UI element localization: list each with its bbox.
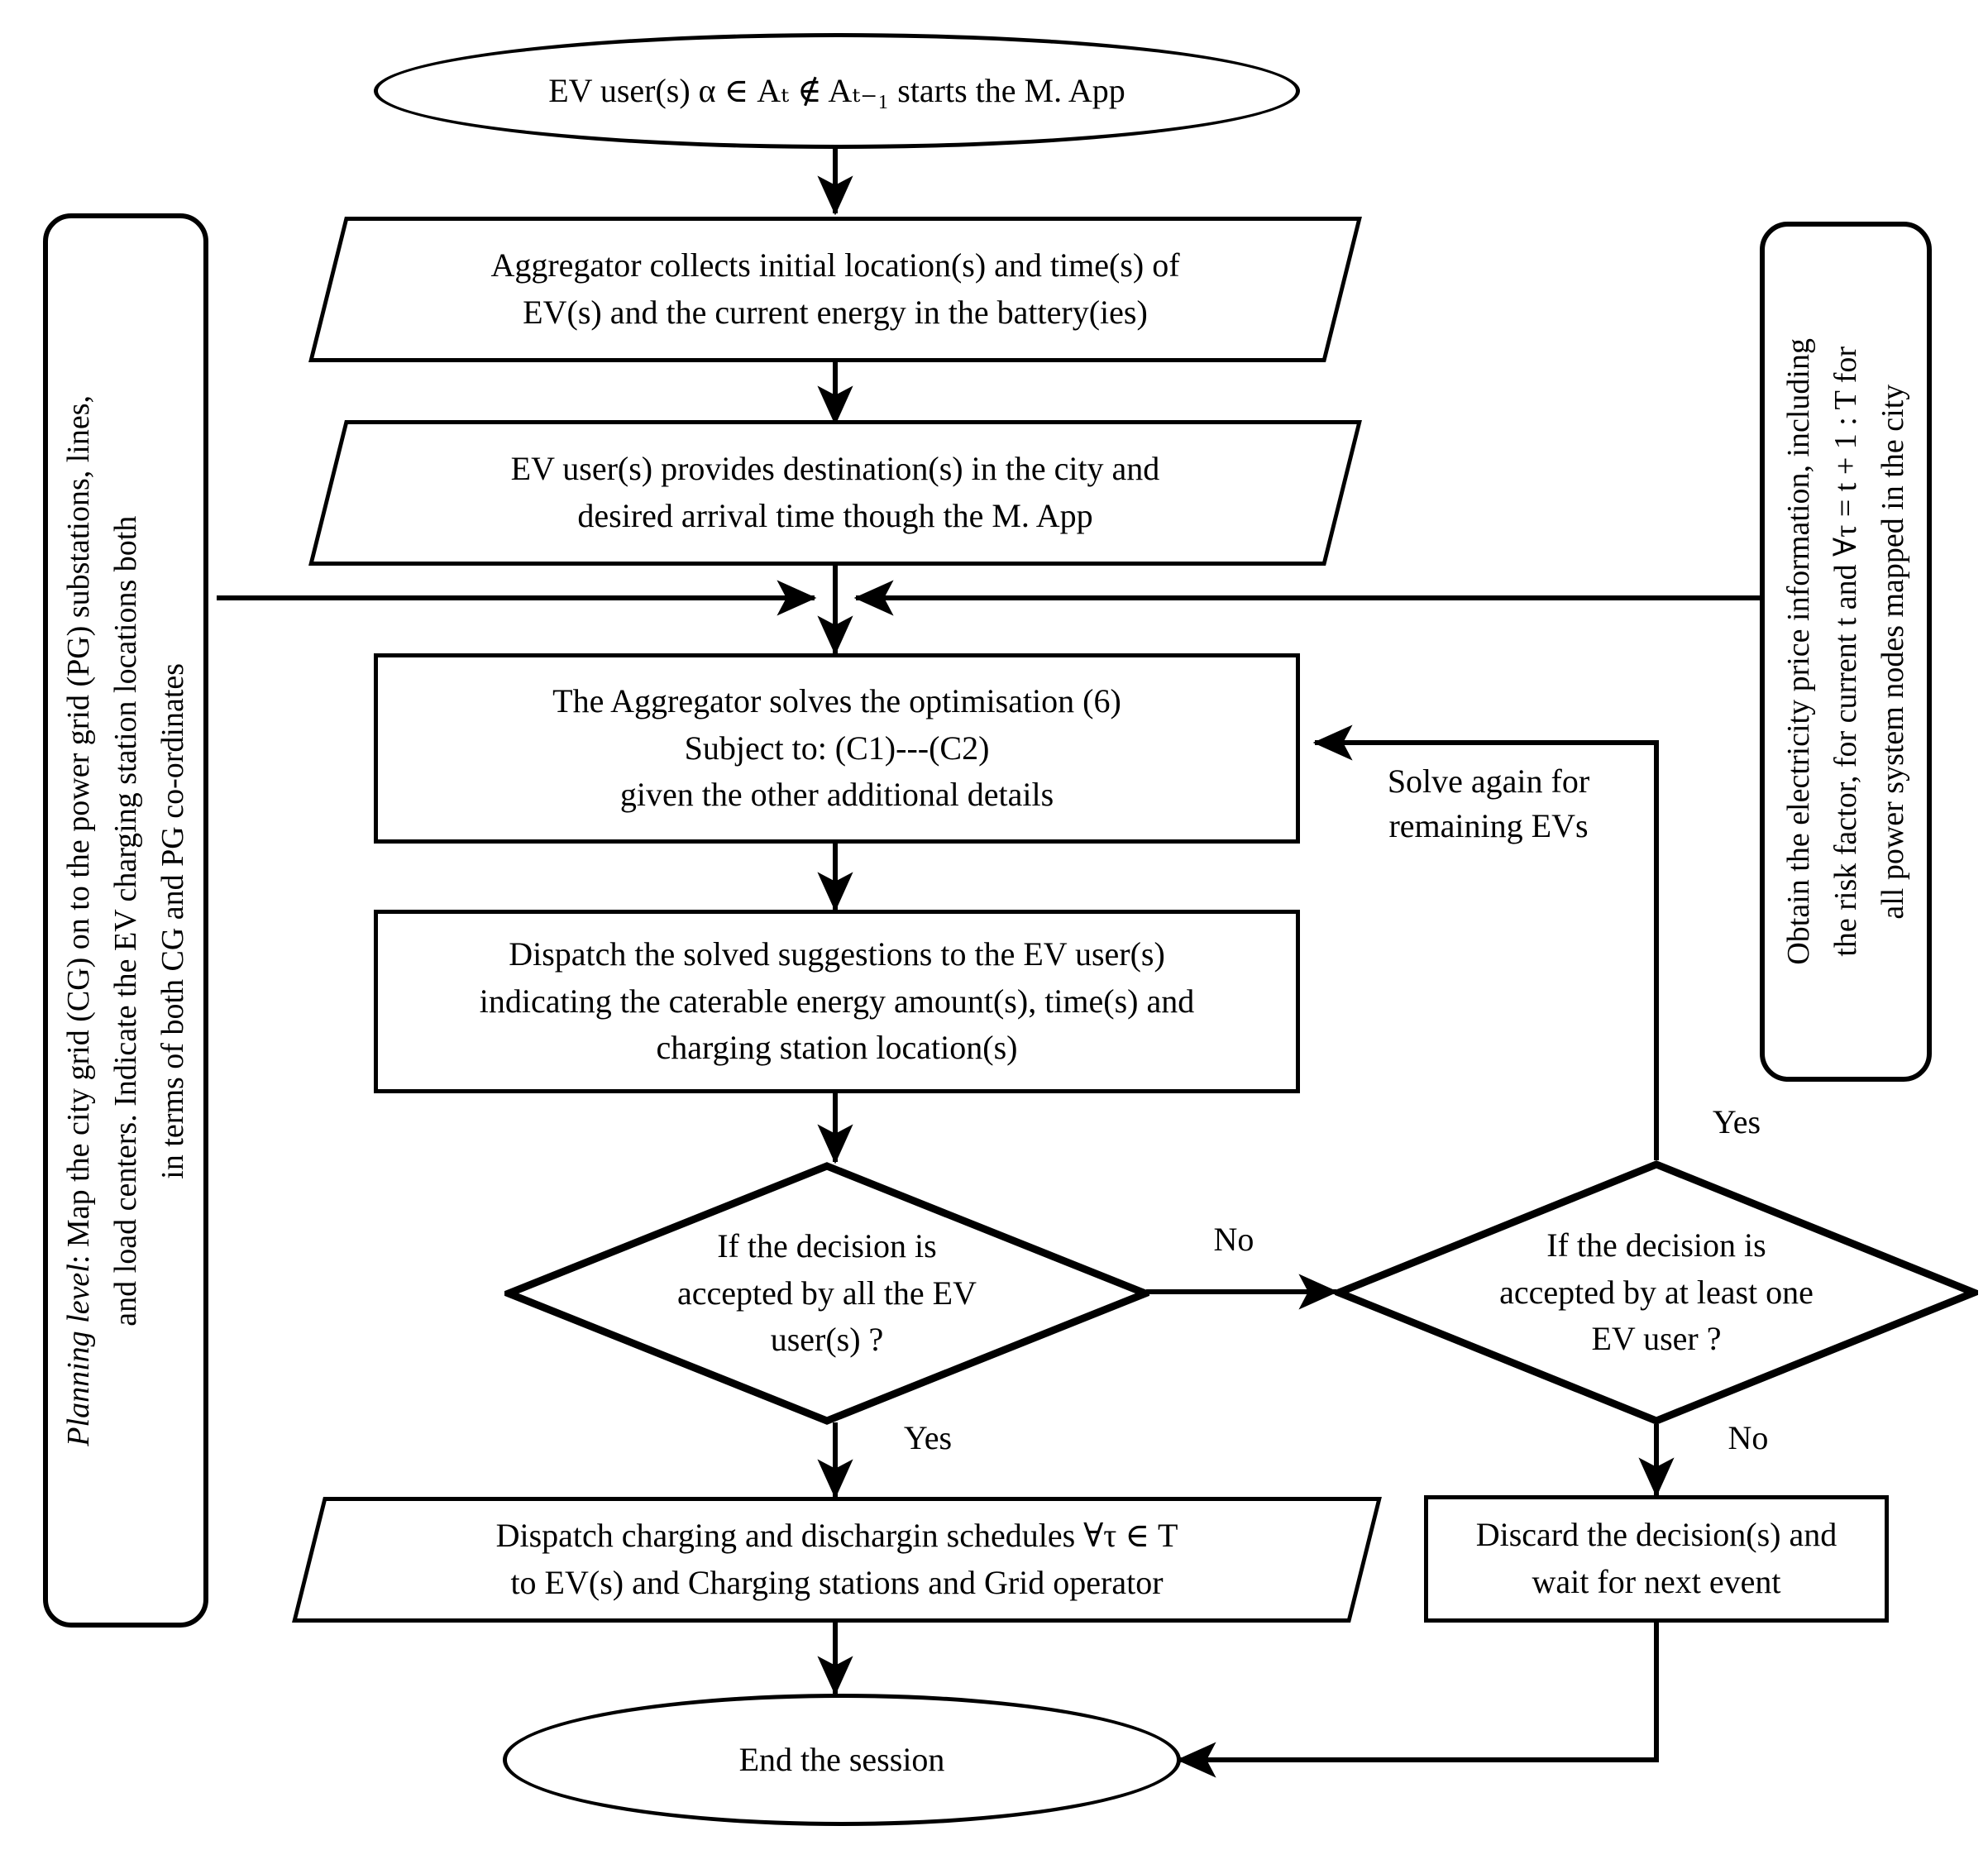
decision-accepted-by-one-line2: accepted by at least one bbox=[1499, 1273, 1814, 1311]
start-terminator: EV user(s) α ∈ Aₜ ∉ Aₜ₋₁ starts the M. A… bbox=[374, 33, 1300, 149]
discard-decision-line1: Discard the decision(s) and bbox=[1475, 1516, 1837, 1554]
edge-label-no-all-users: No bbox=[1213, 1221, 1254, 1258]
optimisation-process-line1: The Aggregator solves the optimisation (… bbox=[552, 681, 1121, 719]
decision-accepted-by-one-shape bbox=[1335, 1160, 1978, 1425]
destination-io: EV user(s) provides destination(s) in th… bbox=[308, 420, 1362, 566]
edge-label-yes-all-users: Yes bbox=[903, 1419, 953, 1456]
dispatch-suggestions-process: Dispatch the solved suggestions to the E… bbox=[374, 910, 1300, 1093]
right-price-info-panel-text: Obtain the electricity price information… bbox=[1780, 338, 1910, 965]
edge-label-no-one-user: No bbox=[1728, 1419, 1769, 1456]
edge-discard-to-end bbox=[1176, 1623, 1659, 1778]
collect-info-io-line2: EV(s) and the current energy in the batt… bbox=[523, 294, 1148, 331]
edge-label-solve-again: Solve again for remaining EVs bbox=[1387, 762, 1590, 844]
optimisation-process-line2: Subject to: (C1)---(C2) bbox=[684, 729, 990, 767]
dispatch-schedules-io: Dispatch charging and dischargin schedul… bbox=[292, 1497, 1382, 1623]
dispatch-suggestions-line3: charging station location(s) bbox=[656, 1029, 1018, 1067]
discard-decision-process: Discard the decision(s) and wait for nex… bbox=[1424, 1495, 1889, 1623]
decision-accepted-by-one-line3: EV user ? bbox=[1591, 1320, 1722, 1358]
decision-accepted-by-all-line1: If the decision is bbox=[717, 1226, 937, 1264]
dispatch-suggestions-line1: Dispatch the solved suggestions to the E… bbox=[509, 935, 1165, 973]
start-terminator-text: EV user(s) α ∈ Aₜ ∉ Aₜ₋₁ starts the M. A… bbox=[548, 71, 1125, 109]
collect-info-io-line1: Aggregator collects initial location(s) … bbox=[490, 246, 1180, 284]
decision-accepted-by-one: If the decision is accepted by at least … bbox=[1335, 1160, 1978, 1425]
right-price-info-panel: Obtain the electricity price information… bbox=[1760, 222, 1932, 1082]
edge-label-yes-one-user: Yes bbox=[1712, 1103, 1761, 1140]
discard-decision-line2: wait for next event bbox=[1532, 1563, 1781, 1600]
destination-io-line1: EV user(s) provides destination(s) in th… bbox=[510, 450, 1160, 488]
left-panel-emphasis: Planning level bbox=[60, 1263, 96, 1446]
optimisation-process-line3: given the other additional details bbox=[619, 776, 1054, 814]
decision-accepted-by-all-line2: accepted by all the EV bbox=[676, 1274, 977, 1312]
end-terminator: End the session bbox=[503, 1694, 1181, 1826]
dispatch-schedules-io-line2: to EV(s) and Charging stations and Grid … bbox=[510, 1564, 1164, 1601]
optimisation-process: The Aggregator solves the optimisation (… bbox=[374, 653, 1300, 844]
left-planning-panel-text: Planning level: Map the city grid (CG) o… bbox=[55, 380, 197, 1461]
dispatch-schedules-io-line1: Dispatch charging and dischargin schedul… bbox=[495, 1517, 1178, 1555]
destination-io-line2: desired arrival time though the M. App bbox=[577, 497, 1093, 534]
decision-accepted-by-one-line1: If the decision is bbox=[1546, 1226, 1766, 1264]
decision-accepted-by-all: If the decision is accepted by all the E… bbox=[504, 1162, 1149, 1425]
left-planning-panel: Planning level: Map the city grid (CG) o… bbox=[43, 213, 208, 1628]
collect-info-io: Aggregator collects initial location(s) … bbox=[308, 217, 1362, 362]
decision-accepted-by-all-line3: user(s) ? bbox=[770, 1321, 884, 1359]
left-panel-body: : Map the city grid (CG) on to the power… bbox=[60, 394, 190, 1326]
decision-accepted-by-all-shape bbox=[504, 1162, 1149, 1425]
end-terminator-text: End the session bbox=[738, 1740, 945, 1778]
dispatch-suggestions-line2: indicating the caterable energy amount(s… bbox=[479, 982, 1195, 1020]
